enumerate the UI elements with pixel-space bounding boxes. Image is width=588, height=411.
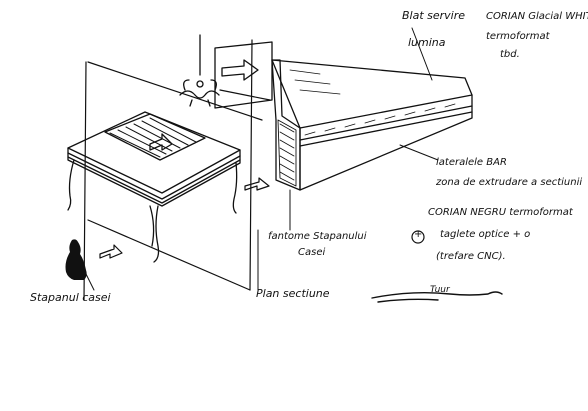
note-lateral-line1: lateralele BAR	[436, 157, 507, 168]
note-blat-line2: lumina	[408, 36, 446, 49]
section-plane	[83, 39, 271, 301]
note-corian-line3: tbd.	[500, 49, 520, 60]
note-lateral: lateralele BAR zona de extrudare a secti…	[436, 158, 582, 188]
note-blat: Blat servire lumina	[402, 10, 465, 48]
note-corian-line2: termoformat	[486, 31, 550, 42]
plus-symbol: +	[414, 229, 423, 240]
note-corian-negru-line1: CORIAN NEGRU termoformat	[428, 207, 573, 218]
note-fantome: fantome Stapanului Casei	[268, 232, 367, 258]
note-fantome-line1: fantome Stapanului	[268, 231, 367, 242]
note-corian-negru-line3: (trefare CNC).	[436, 251, 506, 262]
note-corian-negru: CORIAN NEGRU termoformat taglete optice …	[428, 208, 573, 262]
leader-lines	[79, 27, 439, 291]
background-panel	[214, 41, 273, 109]
signature-text: Tuur	[430, 285, 450, 295]
signature-sketch	[371, 291, 503, 303]
note-corian-line1: CORIAN Glacial WHITE	[486, 11, 588, 22]
coffee-table	[67, 111, 241, 263]
note-blat-line1: Blat servire	[402, 9, 466, 22]
note-fantome-line2: Casei	[298, 247, 326, 258]
master-silhouette	[65, 239, 87, 280]
arrow-to-section	[244, 177, 270, 191]
note-corian-negru-line2: taglete optice + o	[440, 229, 531, 240]
note-corian: CORIAN Glacial WHITE termoformat tbd.	[486, 12, 588, 60]
note-lateral-line2: zona de extrudare a sectiunii	[436, 177, 583, 188]
plus-circle-icon	[411, 230, 425, 244]
note-plan-sectiune: Plan sectiune	[256, 287, 330, 300]
note-stapanul: Stapanul casei	[30, 291, 111, 304]
bar-extrusion	[271, 59, 473, 191]
chandelier-sketch	[179, 34, 220, 107]
arrow-left-table	[99, 244, 123, 259]
